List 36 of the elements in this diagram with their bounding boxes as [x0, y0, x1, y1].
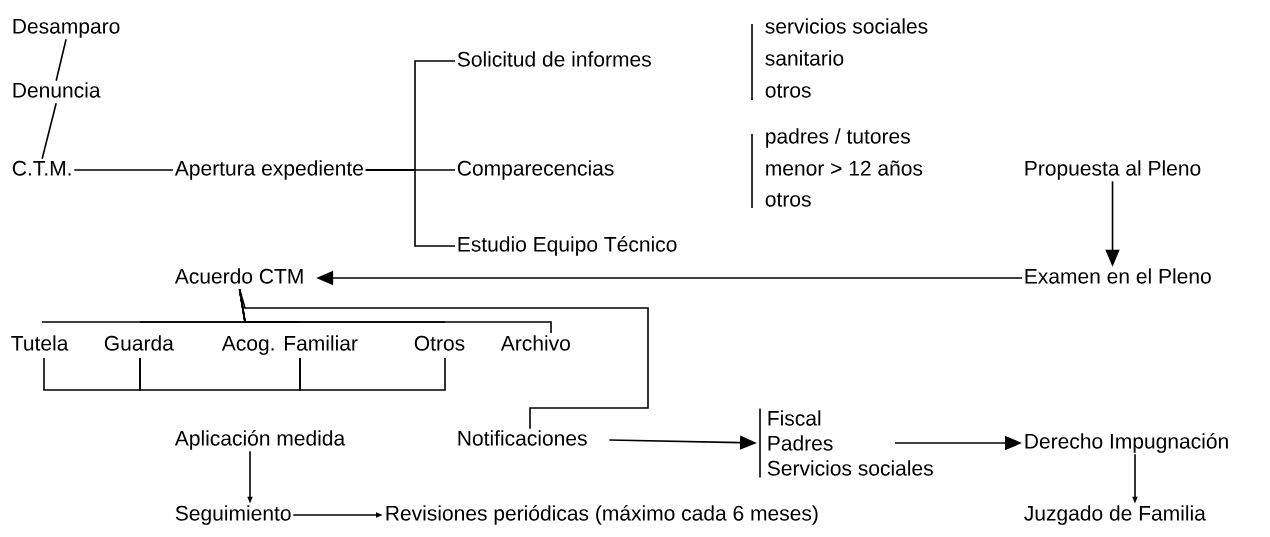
step-label: Aplicación medida: [174, 430, 346, 450]
step-label: Revisiones periódicas (máximo cada 6 meses): [386, 505, 818, 525]
step-label: C.T.M.: [12, 160, 71, 176]
step-label: Derecho Impugnación: [1025, 433, 1228, 453]
step-label: Archivo: [500, 335, 570, 351]
step-label: Propuesta al Pleno: [1025, 160, 1201, 180]
connector-line: [73, 169, 174, 171]
step-label: Estudio Equipo Técnico: [458, 236, 677, 256]
step-label: Acog. Familiar: [221, 335, 358, 355]
connector-line: [238, 288, 649, 430]
connector-line: [364, 169, 456, 247]
step-label: Juzgado de Familia: [1024, 505, 1206, 525]
step-label: Notificaciones: [458, 430, 587, 446]
list-item: sanitario: [765, 50, 844, 66]
step-label: Seguimiento: [175, 505, 291, 525]
step-label: Solicitud de informes: [457, 51, 651, 67]
step-label: Desamparo: [13, 19, 120, 38]
step-label: Apertura expediente: [174, 160, 363, 180]
list-item: servicios sociales: [765, 18, 928, 34]
step-label: Acuerdo CTM: [174, 268, 303, 284]
step-label: Examen en el Pleno: [1025, 268, 1211, 284]
list-item: otros: [765, 83, 811, 98]
list-item: otros: [765, 192, 811, 207]
connector-line: [55, 38, 67, 82]
list-group: Fiscal Padres Servicios sociales: [759, 407, 933, 479]
step-label: Tutela: [11, 335, 69, 351]
step-label: Guarda: [104, 335, 174, 351]
list-item: padres / tutores: [766, 128, 910, 148]
connector-line: [41, 102, 57, 160]
step-label: Comparecencias: [457, 160, 614, 180]
step-label: Denuncia: [13, 82, 101, 98]
connector-line: [299, 357, 446, 391]
connector-line: [43, 357, 141, 391]
list-item: menor > 12 años: [766, 160, 923, 176]
step-label: Otros: [414, 335, 465, 351]
connector-line: [139, 357, 301, 391]
